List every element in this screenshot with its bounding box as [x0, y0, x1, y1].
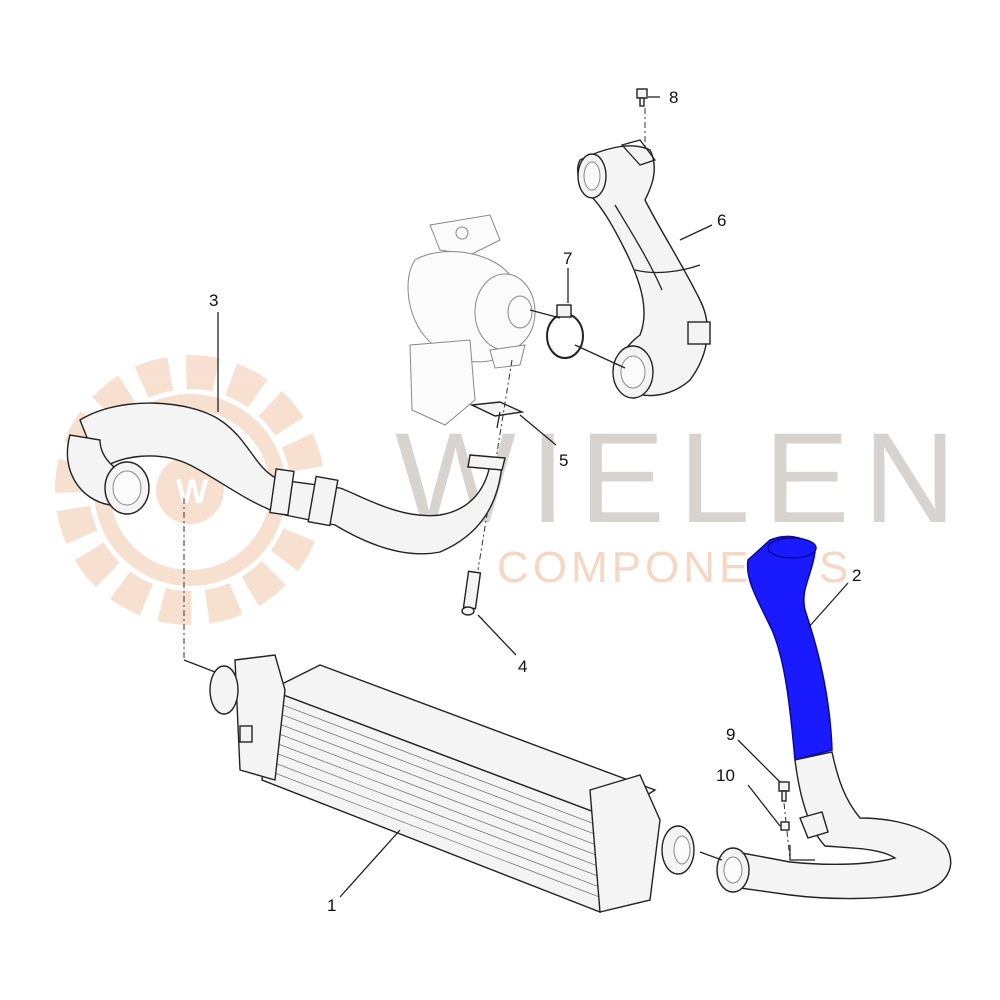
- watermark: W WIELEN COMPONENTS: [55, 355, 970, 625]
- watermark-logo-letter: W: [176, 473, 209, 511]
- lower-charge-air-pipe: [699, 751, 952, 900]
- callout-7: 7: [563, 249, 572, 268]
- part-5-bracket: [469, 401, 525, 429]
- turbocharger-assembly: [407, 214, 536, 426]
- part-4-bolt: [461, 359, 513, 616]
- part-7-hose-clamp: [529, 304, 626, 369]
- part-6-charge-air-pipe: [577, 139, 711, 399]
- callout-labels: 1 2 3 4 5 6 7 8 9 10: [209, 88, 861, 915]
- callout-3: 3: [209, 291, 218, 310]
- part-8-bolt: [636, 88, 648, 150]
- part-2-charge-air-hose-highlighted: [746, 535, 833, 761]
- leader-lines: [217, 96, 849, 898]
- callout-5: 5: [559, 451, 568, 470]
- callout-4: 4: [518, 657, 527, 676]
- callout-9: 9: [726, 725, 735, 744]
- callout-1: 1: [327, 896, 336, 915]
- part-10-nut: [780, 821, 815, 861]
- part-9-bolt: [778, 781, 791, 861]
- callout-2: 2: [852, 566, 861, 585]
- part-1-intercooler: [183, 498, 695, 913]
- part-3-charge-air-hose: [66, 402, 506, 555]
- callout-6: 6: [717, 211, 726, 230]
- callout-10: 10: [716, 766, 735, 785]
- callout-8: 8: [669, 88, 678, 107]
- watermark-brand: WIELEN: [395, 407, 970, 550]
- intercooler-fins: [271, 701, 606, 899]
